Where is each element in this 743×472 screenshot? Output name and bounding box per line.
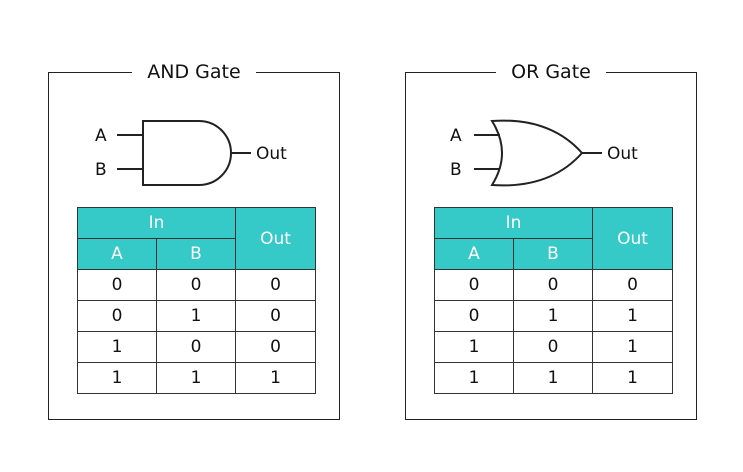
and-truth-table: In Out A B 0 0 0 0 1 0 1 0 0 1 1 1 <box>76 207 317 394</box>
subheader-row: A B <box>77 238 316 270</box>
header-row: In Out <box>433 207 674 270</box>
or-output-label: Out <box>607 144 638 164</box>
cell-b: 1 <box>512 300 594 332</box>
cell-b: 0 <box>155 331 237 363</box>
cell-out: 1 <box>235 362 317 394</box>
cell-out: 1 <box>592 362 674 394</box>
cell-a: 0 <box>77 269 157 301</box>
table-row: 0 0 0 <box>77 269 317 301</box>
table-row: 0 1 0 <box>77 300 317 332</box>
table-row: 0 1 1 <box>434 300 674 332</box>
cell-out: 0 <box>235 300 317 332</box>
or-gate-symbol: A B Out <box>450 119 638 187</box>
panel-title: OR Gate <box>406 57 696 87</box>
cell-out: 1 <box>592 300 674 332</box>
or-input-a-label: A <box>450 126 462 146</box>
or-truth-table: In Out A B 0 0 0 0 1 1 1 0 1 1 1 1 <box>433 207 674 394</box>
cell-a: 0 <box>434 300 514 332</box>
and-gate-body <box>142 120 232 186</box>
cell-out: 0 <box>235 269 317 301</box>
cell-a: 1 <box>77 362 157 394</box>
or-gate-title: OR Gate <box>496 61 606 83</box>
cell-out: 1 <box>592 331 674 363</box>
subheader-row: A B <box>434 238 673 270</box>
column-a-header: A <box>77 238 157 270</box>
or-gate-panel: OR Gate A B Out In Out A B 0 0 0 0 1 1 1 <box>405 61 697 420</box>
cell-b: 1 <box>155 362 237 394</box>
cell-a: 1 <box>434 331 514 363</box>
cell-a: 0 <box>434 269 514 301</box>
cell-b: 0 <box>512 331 594 363</box>
or-gate-body <box>490 119 584 187</box>
or-input-b-label: B <box>450 160 462 180</box>
cell-b: 1 <box>512 362 594 394</box>
out-header: Out <box>592 207 674 270</box>
and-input-a-label: A <box>95 126 107 146</box>
and-gate-symbol: A B Out <box>95 120 287 186</box>
and-input-b-label: B <box>95 160 107 180</box>
table-row: 1 0 0 <box>77 331 317 363</box>
and-output-label: Out <box>256 144 287 164</box>
and-gate-panel: AND Gate A B Out In Out A B 0 0 0 0 1 0 <box>48 61 340 420</box>
table-row: 1 0 1 <box>434 331 674 363</box>
table-row: 1 1 1 <box>434 362 674 394</box>
column-b-header: B <box>155 238 237 270</box>
cell-a: 0 <box>77 300 157 332</box>
cell-b: 0 <box>512 269 594 301</box>
column-b-header: B <box>512 238 594 270</box>
cell-out: 0 <box>235 331 317 363</box>
table-row: 0 0 0 <box>434 269 674 301</box>
cell-a: 1 <box>77 331 157 363</box>
in-header: In <box>433 207 594 239</box>
table-row: 1 1 1 <box>77 362 317 394</box>
out-header: Out <box>235 207 317 270</box>
in-header: In <box>76 207 237 239</box>
cell-out: 0 <box>592 269 674 301</box>
cell-a: 1 <box>434 362 514 394</box>
header-row: In Out <box>76 207 317 270</box>
column-a-header: A <box>434 238 514 270</box>
cell-b: 1 <box>155 300 237 332</box>
panel-title: AND Gate <box>49 57 339 87</box>
and-gate-title: AND Gate <box>132 61 256 83</box>
cell-b: 0 <box>155 269 237 301</box>
